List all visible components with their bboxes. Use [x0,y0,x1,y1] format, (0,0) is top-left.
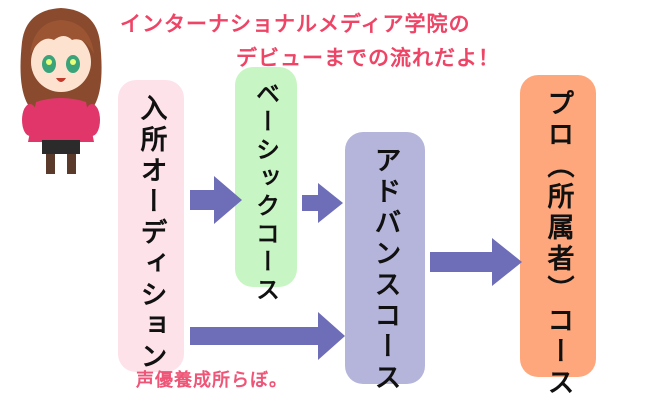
arrow-entry-to-basic [190,176,242,224]
mascot-girl-icon [20,8,102,174]
step-label: アドバンスコース [369,146,401,394]
header-line-1: インターナショナルメディア学院の [120,12,471,36]
arrow-entry-to-advance [190,312,345,360]
step-advance-course: アドバンスコース [345,132,425,394]
arrow-basic-to-advance [302,183,343,223]
step-pro-course: プロ（所属者）コース [520,75,596,399]
step-entry-audition: 入所オーディション [118,80,184,373]
step-label: プロ（所属者）コース [542,89,574,399]
step-label: ベーシックコース [251,81,280,305]
footer-credit: 声優養成所らぼ。 [136,370,288,391]
step-basic-course: ベーシックコース [235,67,297,305]
step-label: 入所オーディション [135,94,167,373]
header-line-2: デビューまでの流れだよ！ [236,46,500,70]
arrow-advance-to-pro [430,238,522,286]
